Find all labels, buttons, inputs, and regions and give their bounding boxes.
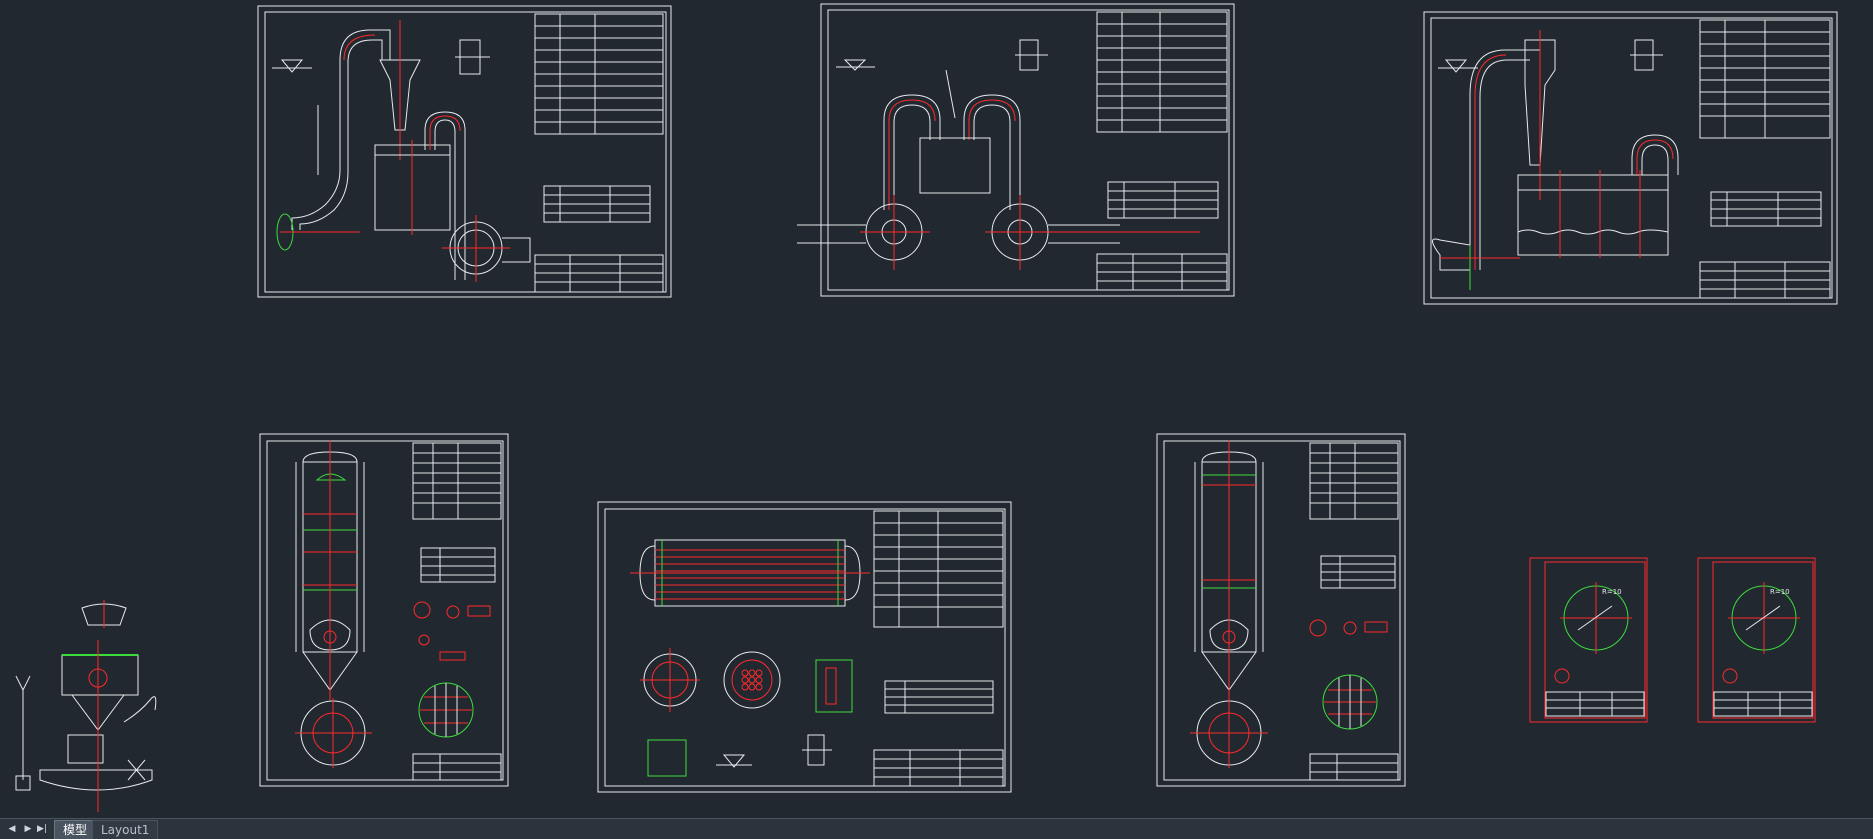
ucs-icon (15, 675, 31, 791)
drawing-sheet-4[interactable] (259, 433, 509, 787)
layout-tab-bar: ◀ ▶ ▶| 模型 Layout1 (0, 818, 1873, 839)
dim-label-b: R=10 (1770, 588, 1790, 596)
model-space-canvas[interactable]: R=10 R=10 (0, 0, 1873, 818)
tab-model[interactable]: 模型 (54, 820, 97, 839)
drawing-sheet-3[interactable] (1423, 11, 1838, 305)
drawing-sheet-2[interactable] (797, 3, 1235, 297)
drawing-sheet-6[interactable] (1156, 433, 1406, 787)
drawing-sheet-5[interactable] (597, 501, 1012, 793)
drawing-sheet-1[interactable] (257, 5, 672, 298)
drawing-sheet-7[interactable] (1529, 557, 1648, 723)
drawing-sheet-8[interactable] (1697, 557, 1816, 723)
next-layout-button[interactable]: ▶ (24, 824, 32, 834)
dim-label-a: R=10 (1602, 588, 1622, 596)
tab-layout1[interactable]: Layout1 (92, 820, 159, 839)
first-layout-button[interactable]: ◀ (8, 824, 16, 834)
last-layout-button[interactable]: ▶| (37, 824, 47, 834)
loose-sketch[interactable] (39, 600, 157, 812)
